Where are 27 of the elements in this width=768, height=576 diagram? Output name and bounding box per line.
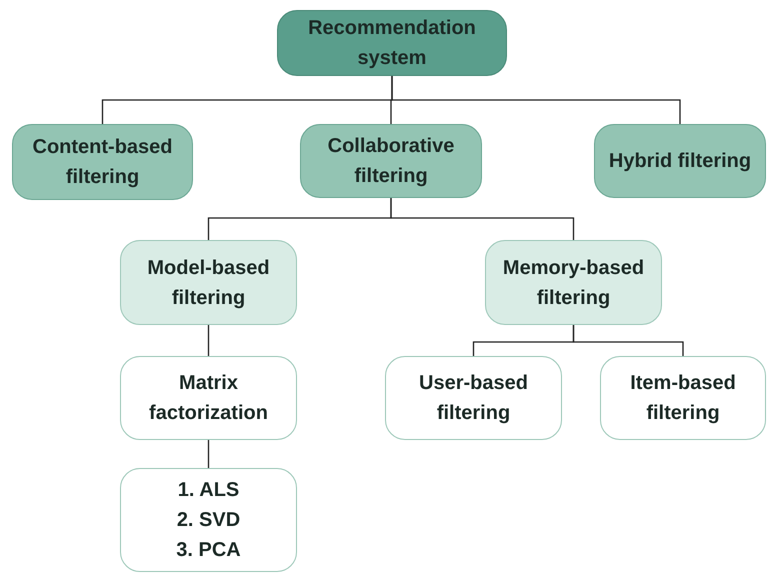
connector-line [208, 440, 210, 468]
subcategory-box [485, 240, 662, 325]
node-label: 2. SVD [176, 508, 240, 533]
category-box [12, 124, 193, 200]
category-box [594, 124, 766, 198]
node-label: Content-based filtering [32, 135, 174, 190]
method-box [600, 356, 766, 440]
method-box [385, 356, 562, 440]
subcategory-box [120, 240, 297, 325]
node-label: 1. ALS [178, 478, 240, 503]
connector-line [572, 325, 684, 356]
category-box [300, 124, 482, 198]
node-label: Model-based filtering [146, 256, 271, 310]
node-label: Matrix factorization [148, 371, 269, 426]
title-box [277, 10, 507, 76]
node-label: Memory-based filtering [502, 256, 646, 310]
connector-line [208, 325, 210, 356]
connector-line [390, 198, 574, 240]
node-label: 3. PCA [176, 538, 241, 563]
node-label: User-based filtering [418, 371, 529, 426]
method-box [120, 468, 297, 572]
node-label: Recommendation system [307, 16, 477, 71]
node-label: Hybrid filtering [608, 149, 752, 174]
node-label: Item-based filtering [629, 371, 737, 426]
node-label: Collaborative filtering [326, 134, 456, 189]
method-box [120, 356, 297, 440]
connector-line [391, 76, 681, 124]
